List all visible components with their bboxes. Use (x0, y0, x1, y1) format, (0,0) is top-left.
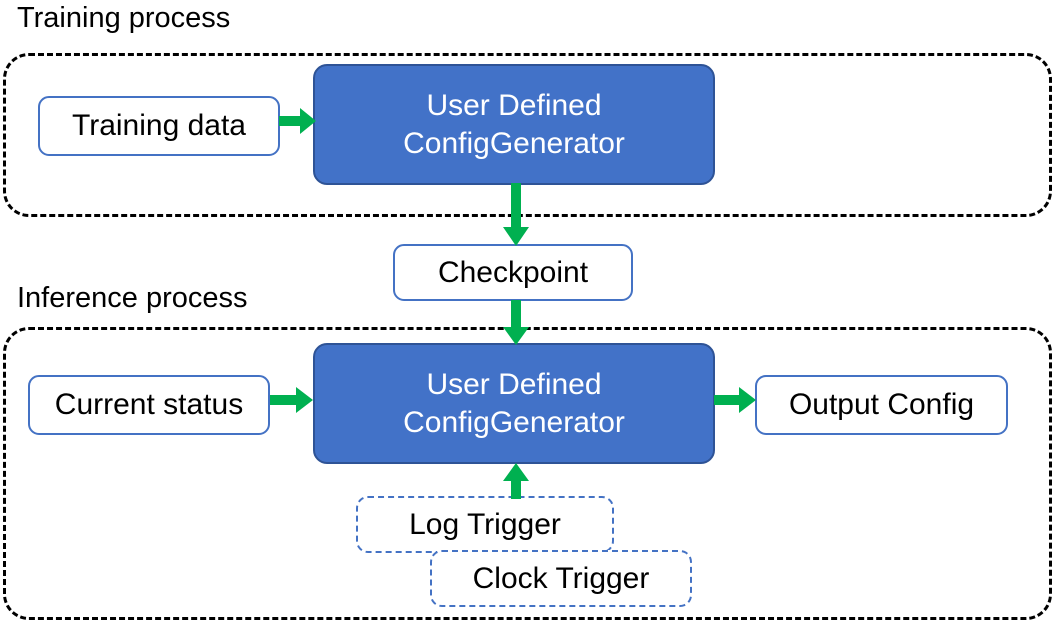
node-config-generator-training-line1: User Defined (426, 88, 602, 122)
node-user-defined-config-generator-training[interactable]: User Defined ConfigGenerator (313, 64, 715, 185)
arrow-training-data-to-config-generator-icon (279, 108, 317, 134)
node-checkpoint[interactable]: Checkpoint (393, 244, 633, 301)
arrow-triggers-to-config-generator-icon (503, 463, 529, 499)
arrow-config-generator-to-checkpoint-icon (503, 183, 529, 247)
node-config-generator-inference-line2: ConfigGenerator (403, 405, 625, 439)
arrow-checkpoint-to-config-generator-icon (503, 300, 529, 346)
node-current-status-label: Current status (54, 388, 244, 421)
node-checkpoint-label: Checkpoint (437, 255, 589, 289)
training-process-title: Training process (17, 2, 231, 34)
node-log-trigger[interactable]: Log Trigger (356, 496, 614, 553)
node-current-status[interactable]: Current status (28, 375, 270, 435)
inference-process-title: Inference process (17, 282, 248, 314)
node-clock-trigger-label: Clock Trigger (472, 561, 650, 595)
node-output-config-label: Output Config (788, 388, 975, 421)
training-process-container (3, 53, 1052, 217)
node-log-trigger-label: Log Trigger (409, 507, 561, 541)
arrow-current-status-to-config-generator-icon (270, 387, 314, 413)
node-config-generator-training-line2: ConfigGenerator (403, 126, 625, 160)
node-user-defined-config-generator-inference[interactable]: User Defined ConfigGenerator (313, 343, 715, 464)
node-output-config[interactable]: Output Config (755, 375, 1008, 435)
arrow-config-generator-to-output-config-icon (714, 387, 757, 413)
node-training-data[interactable]: Training data (38, 96, 280, 156)
node-config-generator-inference-line1: User Defined (426, 367, 602, 401)
node-training-data-label: Training data (72, 109, 246, 142)
node-clock-trigger[interactable]: Clock Trigger (430, 550, 692, 607)
